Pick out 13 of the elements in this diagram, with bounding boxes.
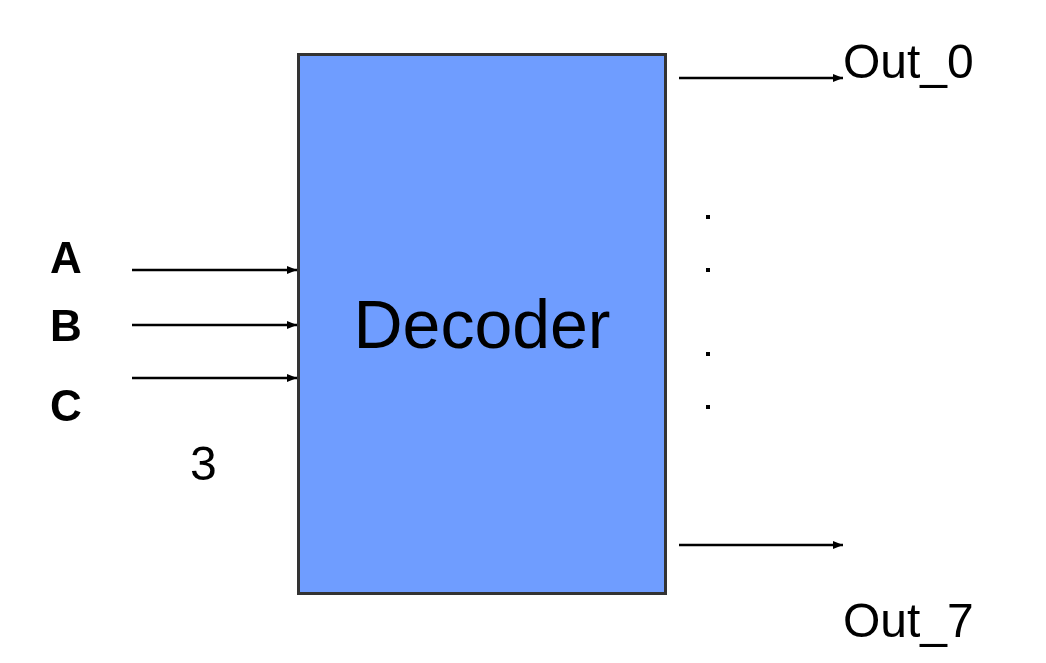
input-label: A [50, 236, 82, 280]
arrow [679, 74, 843, 82]
output-label: Out_0 [843, 38, 974, 86]
arrow [132, 266, 297, 274]
decoder-block [297, 53, 667, 595]
arrow [679, 541, 843, 549]
bus-width-label: 3 [190, 440, 217, 488]
arrow [132, 321, 297, 329]
output-label: Out_7 [843, 597, 974, 645]
input-label: B [50, 304, 82, 348]
input-label: C [50, 384, 82, 428]
arrow [132, 374, 297, 382]
block-title: Decoder [353, 290, 611, 358]
